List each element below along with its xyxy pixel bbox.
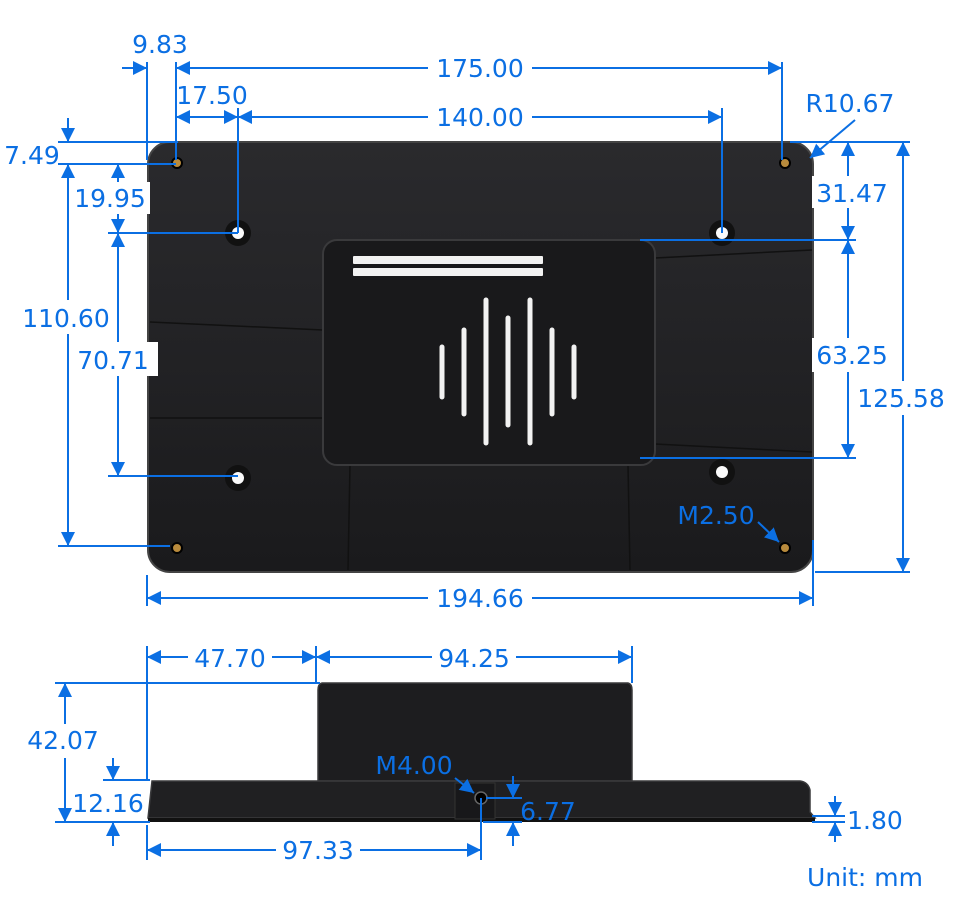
dim-47-70: 47.70 — [194, 644, 266, 673]
screw-m4-00: M4.00 — [375, 751, 452, 780]
dim-97-33: 97.33 — [282, 836, 354, 865]
dim-9-83: 9.83 — [132, 30, 188, 59]
dim-19-95: 19.95 — [74, 184, 146, 213]
dim-175-00: 175.00 — [436, 54, 523, 83]
speaker-grille — [439, 297, 577, 446]
dim-110-60: 110.60 — [22, 304, 109, 333]
brass-screw-holes — [171, 157, 791, 554]
rear-module-side — [317, 682, 633, 782]
dim-125-58: 125.58 — [857, 384, 944, 413]
dim-7-49: 7.49 — [4, 141, 60, 170]
vent-slots — [353, 256, 543, 276]
mounting-holes — [225, 220, 735, 491]
dim-63-25: 63.25 — [816, 341, 888, 370]
dim-94-25: 94.25 — [438, 644, 510, 673]
dim-42-07: 42.07 — [27, 726, 99, 755]
dim-12-16: 12.16 — [72, 789, 144, 818]
dimension-labels: 9.83 175.00 17.50 140.00 7.49 19.95 110.… — [4, 30, 948, 614]
side-dimension-labels: 47.70 94.25 42.07 12.16 97.33 M4.00 6.77… — [24, 642, 923, 892]
side-view: 47.70 94.25 42.07 12.16 97.33 M4.00 6.77… — [24, 642, 923, 892]
dim-31-47: 31.47 — [816, 179, 888, 208]
dim-6-77: 6.77 — [520, 797, 576, 826]
screw-m2-50: M2.50 — [677, 501, 754, 530]
radius-r10-67: R10.67 — [806, 89, 895, 118]
dim-70-71: 70.71 — [77, 346, 149, 375]
rear-module — [322, 239, 656, 466]
dim-140-00: 140.00 — [436, 103, 523, 132]
dim-17-50: 17.50 — [176, 81, 248, 110]
dim-194-66: 194.66 — [436, 584, 523, 613]
dim-1-80: 1.80 — [847, 806, 903, 835]
unit-label: Unit: mm — [807, 863, 923, 892]
back-view: 9.83 175.00 17.50 140.00 7.49 19.95 110.… — [4, 30, 948, 614]
